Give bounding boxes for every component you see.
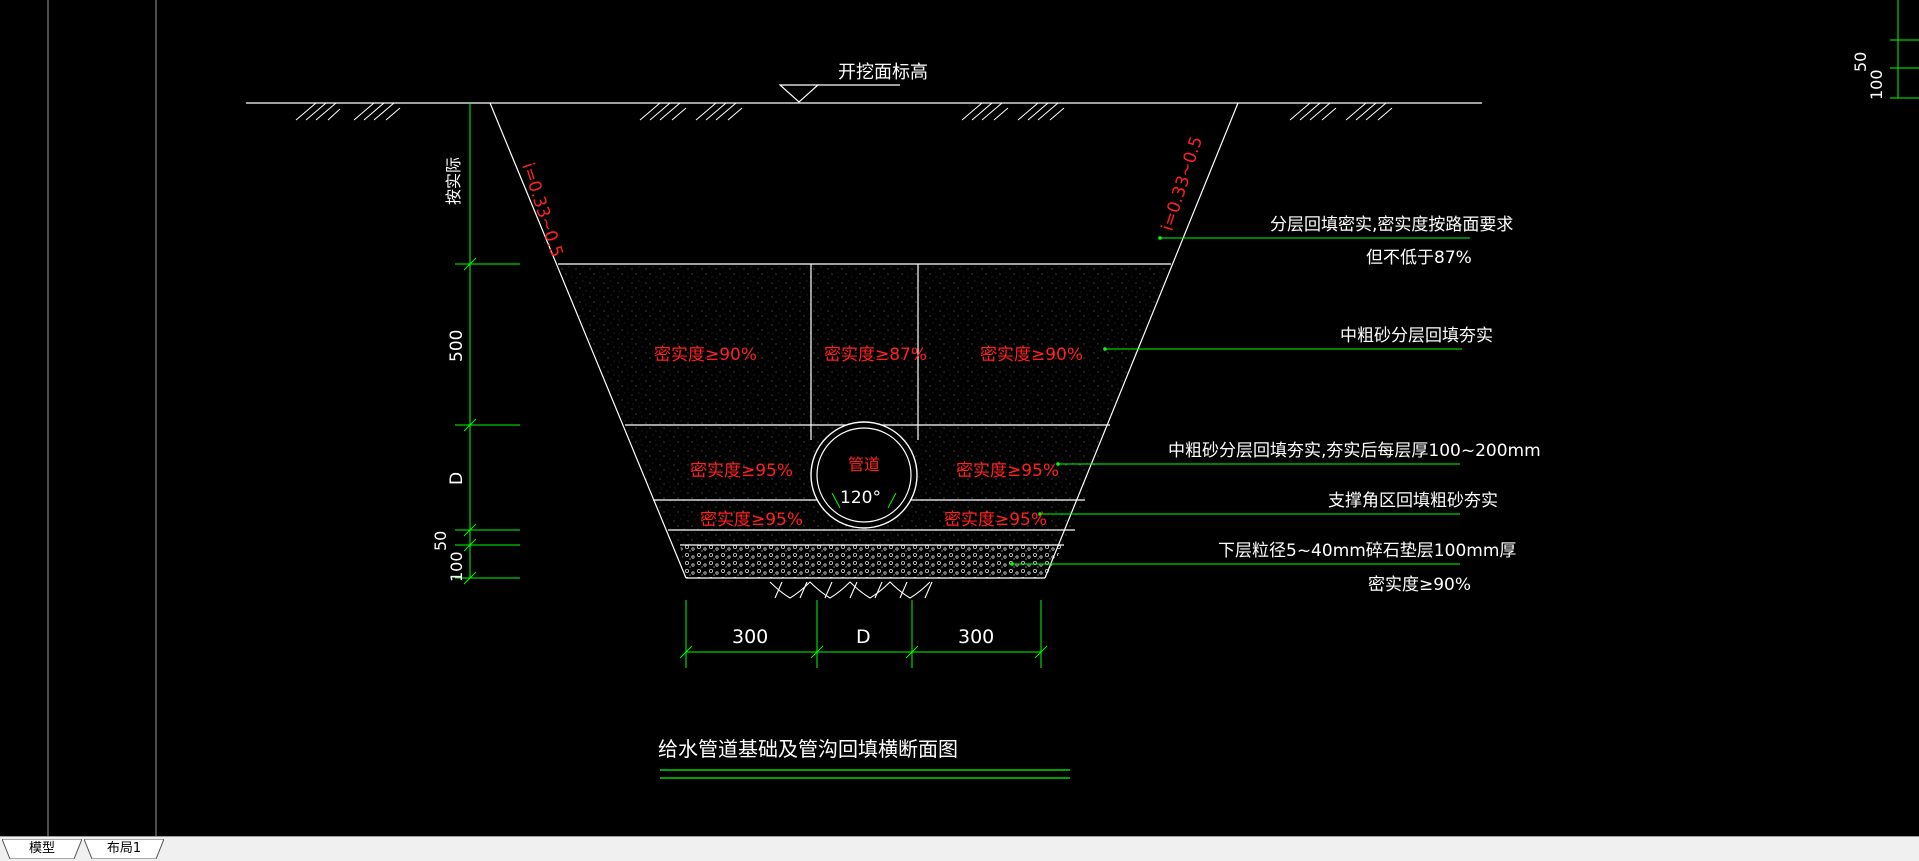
bottom-dimension-right: 300 <box>958 626 994 648</box>
left-dimension-line <box>455 103 520 585</box>
note-support-zone: 支撑角区回填粗砂夯实 <box>1328 491 1498 511</box>
cad-drawing-canvas[interactable]: 开挖面标高 按实际 i=0.33~0.5 i=0.33~0.5 500 D 50… <box>0 0 1919 836</box>
tab-layout1-shape <box>84 839 164 859</box>
pipe <box>810 421 918 529</box>
dimension-d-label: D <box>447 472 467 485</box>
slope-right-label: i=0.33~0.5 <box>1158 134 1207 233</box>
bottom-dimension-line <box>679 600 1048 668</box>
dimension-500-label: 500 <box>447 330 467 362</box>
compaction-upper-mid: 密实度≥87% <box>824 345 927 365</box>
dimension-100-label: 100 <box>447 551 466 582</box>
side-dimension-label: 按实际 <box>444 157 463 205</box>
angle-label: 120° <box>840 488 881 508</box>
tab-model[interactable]: 模型 <box>2 839 82 859</box>
dimension-50-label: 50 <box>431 531 450 551</box>
leader-lines <box>1012 237 1470 565</box>
slope-left-label: i=0.33~0.5 <box>517 160 566 259</box>
corner-dimension-100: 100 <box>1867 69 1886 100</box>
corner-dimension-50: 50 <box>1851 52 1870 72</box>
tab-layout1-label: 布局1 <box>106 841 142 856</box>
compaction-upper-right: 密实度≥90% <box>980 345 1083 365</box>
compaction-middle-right: 密实度≥95% <box>956 461 1059 481</box>
corner-dimension-line <box>1890 0 1919 99</box>
upper-fill-layer <box>558 264 1171 425</box>
ground-hatch <box>295 102 1393 121</box>
compaction-middle-left: 密实度≥95% <box>690 461 793 481</box>
drawing-title: 给水管道基础及管沟回填横断面图 <box>658 737 958 761</box>
note-sand-fill: 中粗砂分层回填夯实 <box>1340 326 1493 346</box>
layout-tab-bar: 模型 布局1 <box>0 836 1919 861</box>
tab-layout1[interactable]: 布局1 <box>84 839 164 859</box>
leader-dots <box>1010 236 1162 566</box>
drawing-svg: 开挖面标高 按实际 i=0.33~0.5 i=0.33~0.5 500 D 50… <box>47 0 1919 836</box>
bottom-dimension-left: 300 <box>732 626 768 648</box>
pipe-label: 管道 <box>848 455 880 474</box>
note-backfill-line2: 但不低于87% <box>1366 248 1472 268</box>
note-gravel-line1: 下层粒径5~40mm碎石垫层100mm厚 <box>1218 541 1516 561</box>
tab-model-shape <box>2 839 82 859</box>
compaction-lower-right: 密实度≥95% <box>944 510 1047 530</box>
note-sand-layer: 中粗砂分层回填夯实,夯实后每层厚100~200mm <box>1168 441 1541 461</box>
elevation-label: 开挖面标高 <box>838 62 928 83</box>
gravel-bedding <box>680 545 1064 578</box>
compaction-lower-left: 密实度≥95% <box>700 510 803 530</box>
bottom-dimension-mid: D <box>856 626 871 648</box>
note-backfill-line1: 分层回填密实,密实度按路面要求 <box>1270 215 1513 235</box>
elevation-symbol <box>778 84 900 103</box>
note-gravel-line2: 密实度≥90% <box>1368 575 1471 595</box>
compaction-upper-left: 密实度≥90% <box>654 345 757 365</box>
tab-model-label: 模型 <box>28 841 55 856</box>
foundation-symbol <box>769 581 933 599</box>
